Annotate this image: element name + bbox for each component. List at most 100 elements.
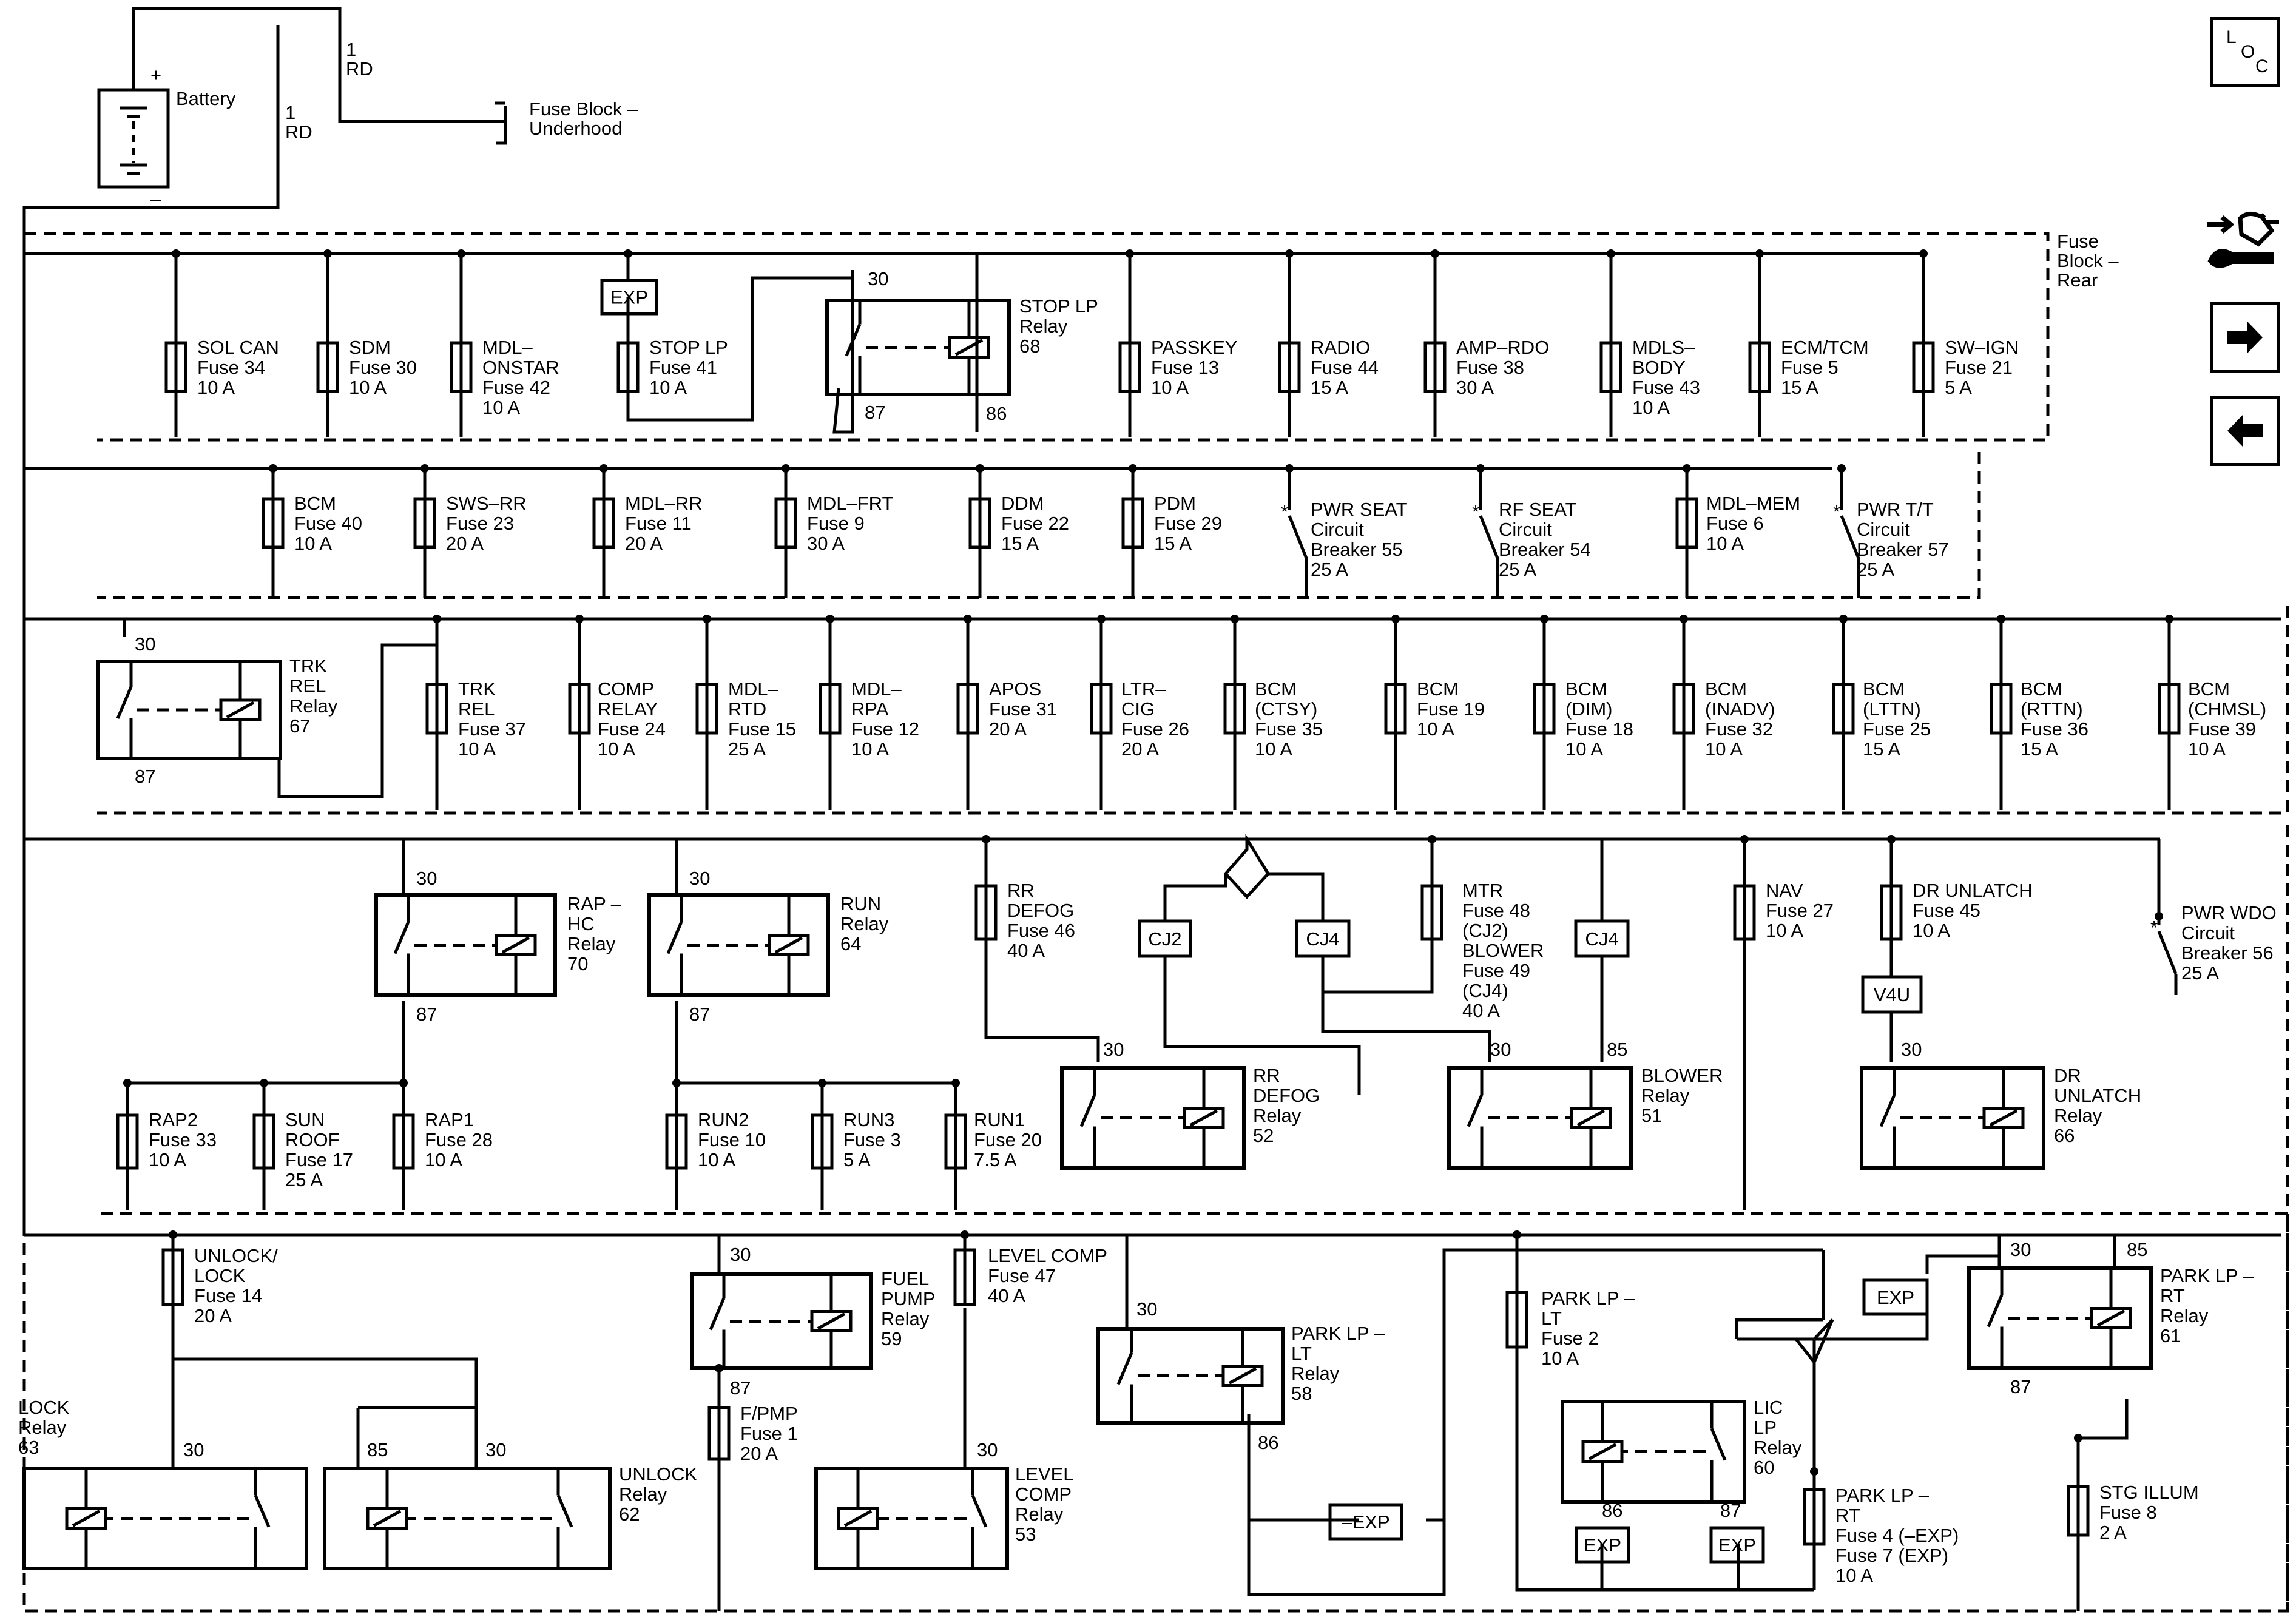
fuse-f25-label-line: BCM — [1863, 678, 1905, 700]
fuse-f36-label-line: (RTTN) — [2021, 698, 2083, 720]
fuse-f25-label-line: 15 A — [1863, 738, 1900, 760]
breaker-cb57-label-line: Breaker 57 — [1857, 539, 1949, 560]
relay-r66-label-line: UNLATCH — [2054, 1085, 2141, 1106]
relay-r52-label-line: Relay — [1253, 1105, 1302, 1126]
fuse-f28-label-line: RAP1 — [425, 1109, 474, 1130]
tag-mexp-text: –EXP — [1342, 1511, 1389, 1533]
fuse-f33-label-line: 10 A — [149, 1149, 186, 1170]
fuse-f5-label-line: Fuse 5 — [1781, 357, 1838, 378]
fuse-f18-label-line: 10 A — [1565, 738, 1603, 760]
relay-r61-label-line: Relay — [2160, 1305, 2209, 1326]
breaker-cb54-label-line: RF SEAT — [1499, 499, 1577, 520]
relay-r59-label-line: FUEL — [881, 1268, 929, 1289]
fuse-f11-label-line: Fuse 11 — [625, 513, 692, 534]
pin-r52_30: 30 — [1103, 1039, 1124, 1060]
fuse-f44-label-line: Fuse 44 — [1311, 357, 1379, 378]
relay-r63-label-line: 63 — [18, 1437, 39, 1458]
fuse-block-rear-outline — [24, 232, 2050, 442]
fuse-f35-label-line: BCM — [1255, 678, 1297, 700]
fuse-f8-label-line: Fuse 8 — [2099, 1502, 2157, 1523]
svg-text:*: * — [1281, 501, 1288, 522]
underhood-label-2: Underhood — [529, 118, 622, 139]
relay-r70-label-line: RAP – — [567, 893, 622, 914]
relay-r51-label-line: Relay — [1641, 1085, 1690, 1106]
fuse-f13-label-line: PASSKEY — [1151, 337, 1237, 358]
tag-exp_right-text: EXP — [1877, 1287, 1914, 1308]
pin-r58_86: 86 — [1258, 1432, 1278, 1453]
fuse-f4-label-line: Fuse 4 (–EXP) — [1835, 1525, 1959, 1546]
pin-r70_30: 30 — [416, 868, 437, 889]
fuse-f19-label-line: Fuse 19 — [1417, 698, 1485, 720]
fuse-f9-label-line: 30 A — [807, 533, 845, 554]
next-page-button[interactable] — [2210, 302, 2280, 373]
relay-r67-label-line: TRK — [289, 655, 327, 677]
fuse-f35-label-line: (CTSY) — [1255, 698, 1317, 720]
relay-r58-label-line: Relay — [1291, 1363, 1340, 1384]
relay-r70-label-line: Relay — [567, 933, 616, 954]
relay-r59-label-line: 59 — [881, 1328, 902, 1349]
tag-cj4b-text: CJ4 — [1585, 928, 1618, 950]
fuse-f1-label-line: Fuse 1 — [740, 1423, 798, 1444]
relay-r62-label-line: Relay — [619, 1484, 667, 1505]
fuse-f29-label-line: 15 A — [1154, 533, 1192, 554]
loc-letter-o: O — [2241, 42, 2255, 62]
pin-r64_87: 87 — [689, 1004, 710, 1025]
fuse-f32-label-line: (INADV) — [1705, 698, 1775, 720]
fuse-f27-label-line: 10 A — [1766, 920, 1803, 941]
fuse-f4-label-line: Fuse 7 (EXP) — [1835, 1545, 1948, 1566]
fuse-f18-label-line: Fuse 18 — [1565, 718, 1633, 740]
fuse-f2-label-line: Fuse 2 — [1541, 1328, 1599, 1349]
fuse-f15-label-line: RTD — [728, 698, 766, 720]
loc-icon: L O C — [2210, 17, 2280, 87]
fuse-f31-label-line: APOS — [989, 678, 1041, 700]
breaker-cb54-label-line: Circuit — [1499, 519, 1552, 540]
fuse-f29-label-line: PDM — [1154, 493, 1196, 514]
fuse-f35-label-line: 10 A — [1255, 738, 1292, 760]
svg-text:*: * — [1833, 501, 1840, 522]
fuse-f14-label-line: UNLOCK/ — [194, 1245, 278, 1266]
fuse-f20-label-line: RUN1 — [974, 1109, 1025, 1130]
pin-r60_87: 87 — [1720, 1500, 1741, 1521]
fuse-f22-label-line: Fuse 22 — [1001, 513, 1069, 534]
pin-r63_30: 30 — [183, 1439, 204, 1460]
tag-cj4a-text: CJ4 — [1306, 928, 1339, 950]
breaker-cb56-label-line: PWR WDO — [2181, 902, 2277, 923]
fuse-f8-label-line: STG ILLUM — [2099, 1482, 2199, 1503]
pin-r51_30: 30 — [1490, 1039, 1511, 1060]
fuse-f10-label-line: RUN2 — [698, 1109, 749, 1130]
battery: Battery + – — [97, 64, 236, 209]
relay-r68-label-line: Relay — [1019, 316, 1068, 337]
tag-v4u-text: V4U — [1874, 984, 1910, 1005]
relay-r60-label-line: LP — [1754, 1417, 1777, 1438]
pin-r61_30: 30 — [2010, 1239, 2031, 1260]
fuse-f10-label-line: 10 A — [698, 1149, 735, 1170]
prev-page-button[interactable] — [2210, 396, 2280, 466]
fuse-f22-label-line: DDM — [1001, 493, 1044, 514]
fuse-f47-label-line: Fuse 47 — [988, 1265, 1056, 1286]
fuse-f15-label-line: Fuse 15 — [728, 718, 796, 740]
relay-r51-label-line: BLOWER — [1641, 1065, 1723, 1086]
breaker-cb56-label-line: Circuit — [2181, 922, 2235, 944]
connector-icon[interactable] — [2204, 206, 2283, 273]
breaker-cb55-label-line: 25 A — [1311, 559, 1348, 580]
loc-letter-c: C — [2255, 56, 2269, 76]
